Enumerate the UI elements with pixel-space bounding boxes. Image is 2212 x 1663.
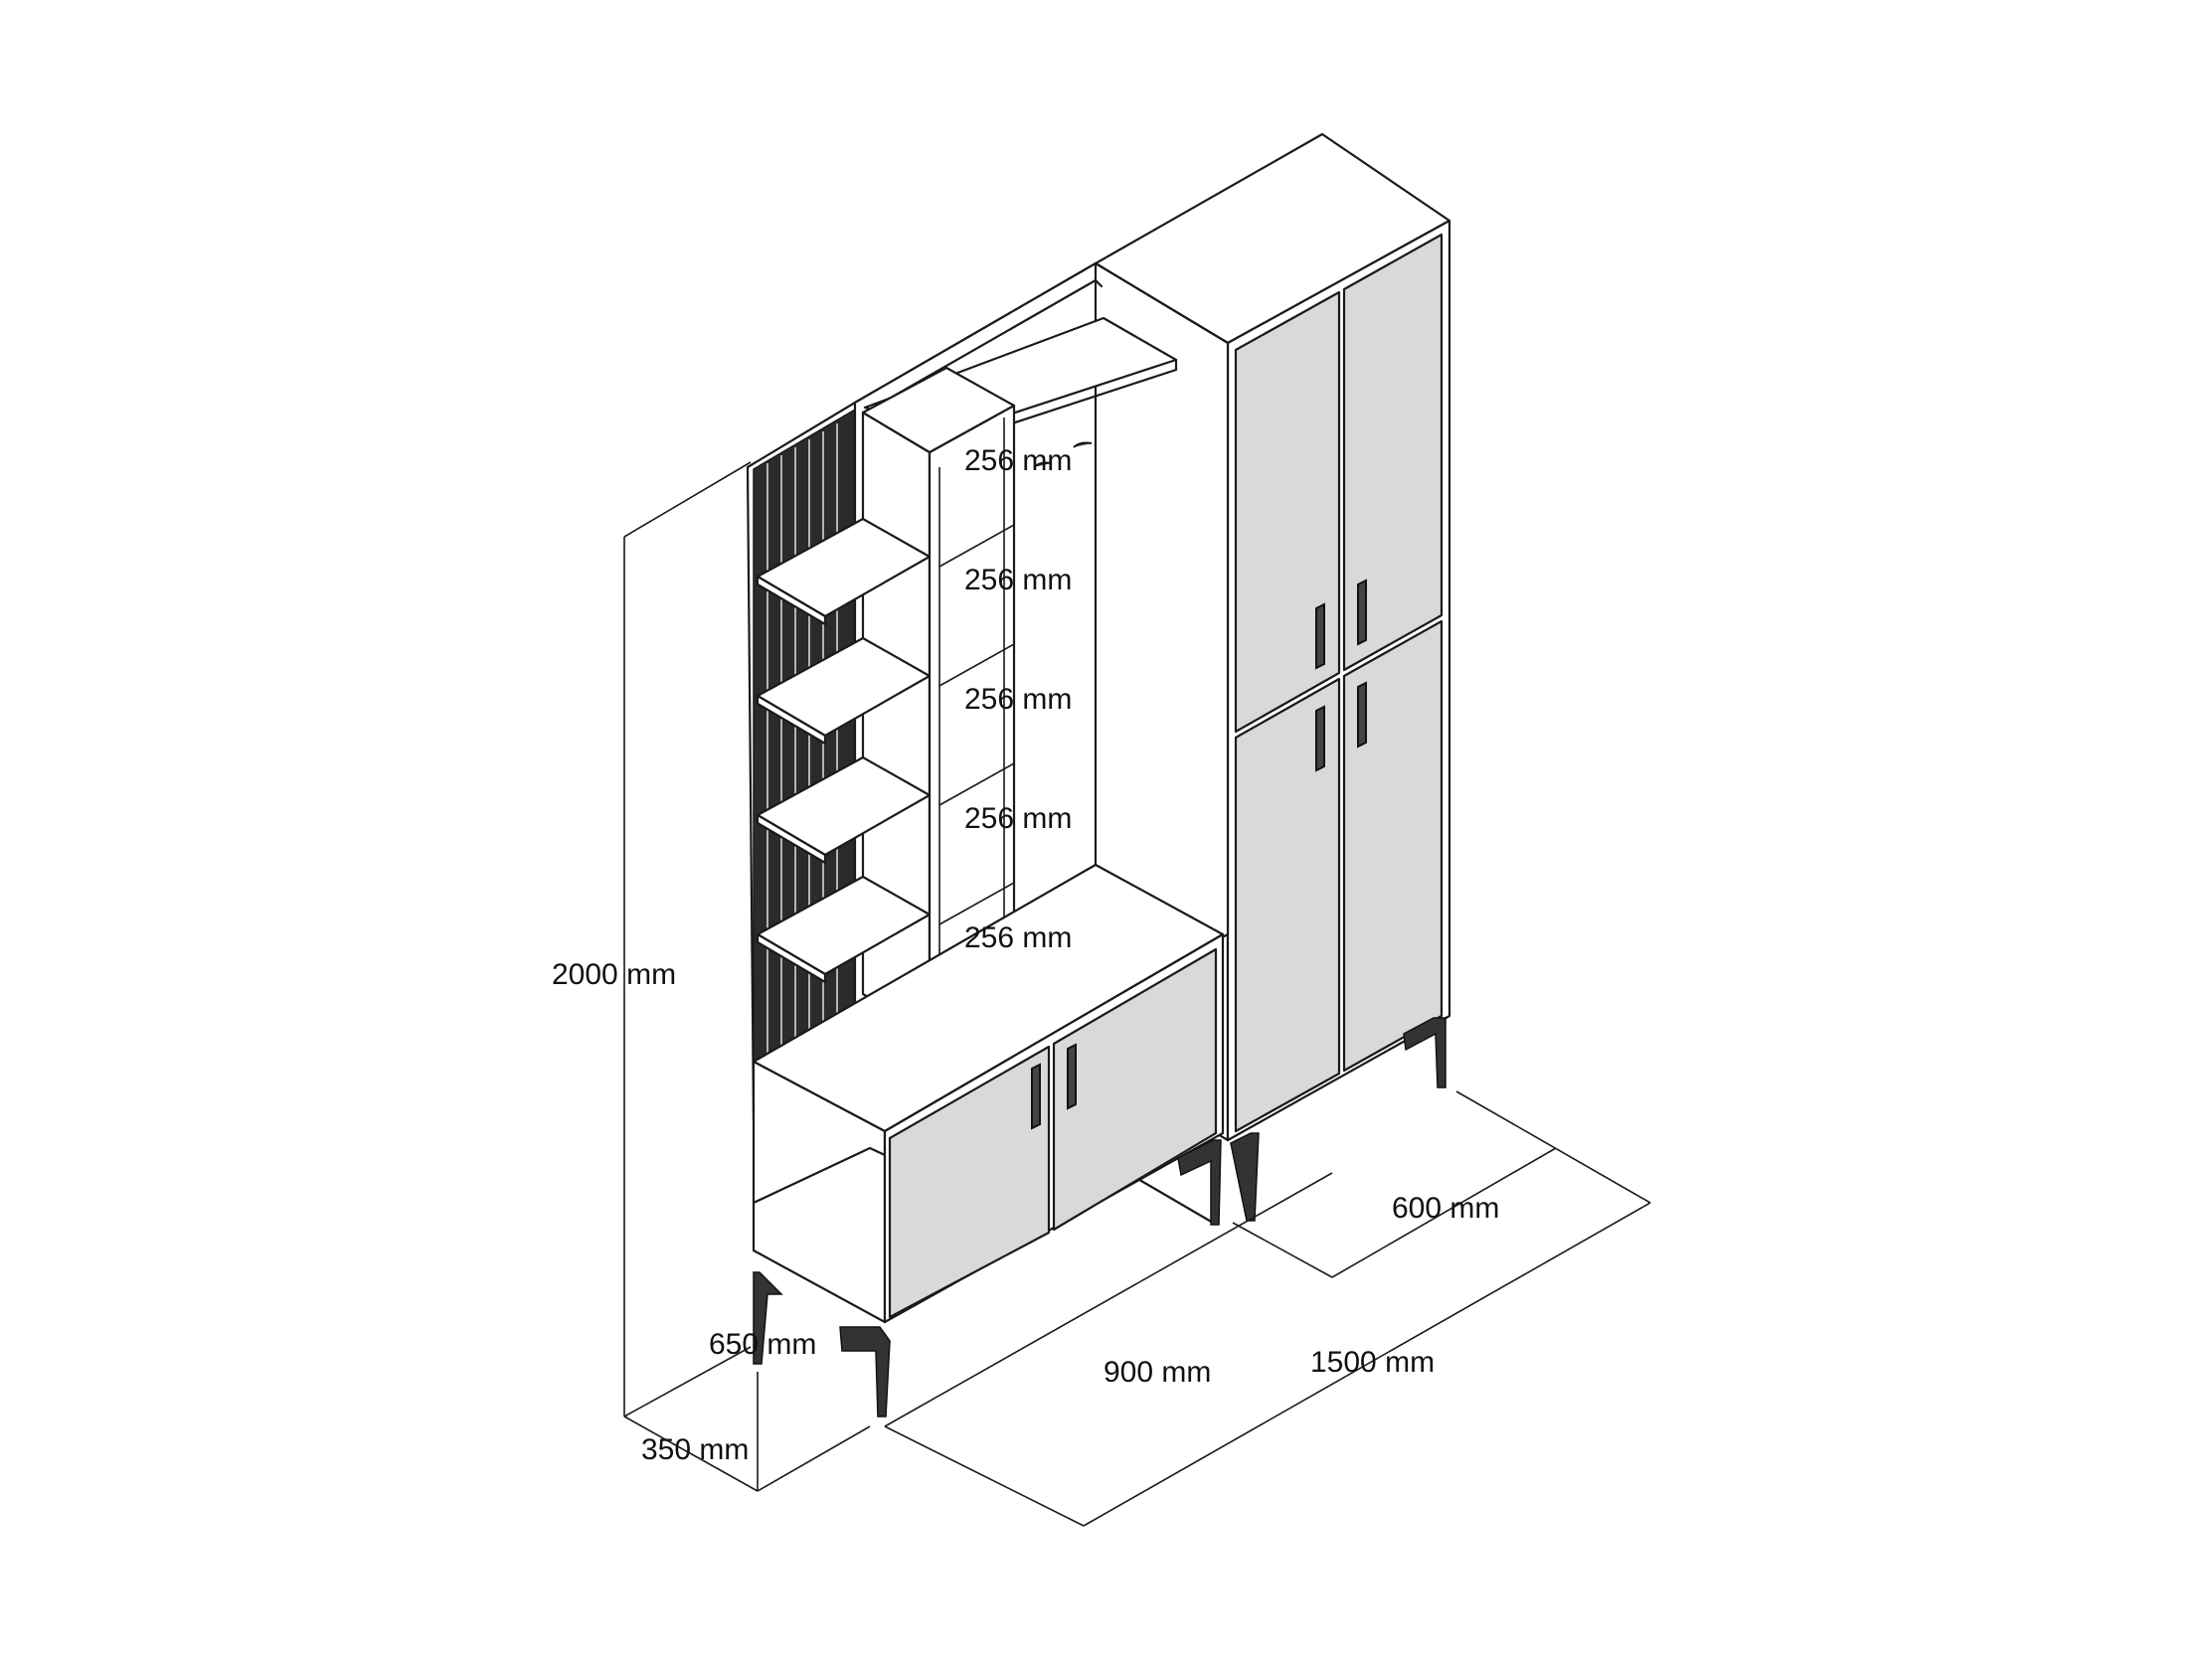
wardrobe-leg-back (1403, 1017, 1446, 1088)
dimension-lines (623, 461, 1651, 1527)
coat-hook-2 (1033, 461, 1053, 468)
shelf-column-top (861, 366, 1016, 454)
label-shelf-1: 256 mm (964, 444, 1072, 477)
label-bench-height: 650 mm (709, 1328, 816, 1361)
wardrobe-door-upper-right (1342, 233, 1444, 672)
wardrobe-handle-2 (1357, 579, 1367, 646)
dimension-labels: 2000 mm 256 mm 256 mm 256 mm 256 mm 256 … (552, 444, 1499, 1466)
wardrobe-handle-4 (1357, 681, 1367, 748)
label-shelf-5: 256 mm (964, 921, 1072, 954)
label-shelf-2: 256 mm (964, 564, 1072, 596)
wardrobe-door-lower-left (1234, 677, 1341, 1133)
wardrobe-handle-3 (1315, 705, 1325, 772)
label-total-width: 1500 mm (1310, 1346, 1435, 1379)
bench-handle-2 (1067, 1043, 1077, 1110)
wardrobe-leg-front (1230, 1132, 1260, 1222)
angled-shelves (756, 517, 932, 984)
label-shelf-3: 256 mm (964, 683, 1072, 716)
bench-leg-front (839, 1326, 891, 1417)
wardrobe-door-lower-right (1342, 619, 1444, 1073)
bench-door-left (888, 1045, 1051, 1319)
label-shelf-4: 256 mm (964, 802, 1072, 835)
bench-cabinet (752, 863, 1225, 1417)
label-bench-width: 900 mm (1104, 1356, 1211, 1389)
bench-handle-1 (1031, 1063, 1041, 1130)
coat-hook-3 (1073, 441, 1093, 448)
wardrobe-handle-1 (1315, 602, 1325, 670)
bench-door-right (1052, 947, 1218, 1232)
bench-leg-right (1177, 1139, 1222, 1226)
wardrobe-door-upper-left (1234, 290, 1341, 734)
label-cabinet-width: 600 mm (1392, 1192, 1499, 1225)
bench-leg-left (753, 1271, 783, 1365)
label-depth: 350 mm (641, 1433, 749, 1466)
label-total-height: 2000 mm (552, 958, 676, 991)
